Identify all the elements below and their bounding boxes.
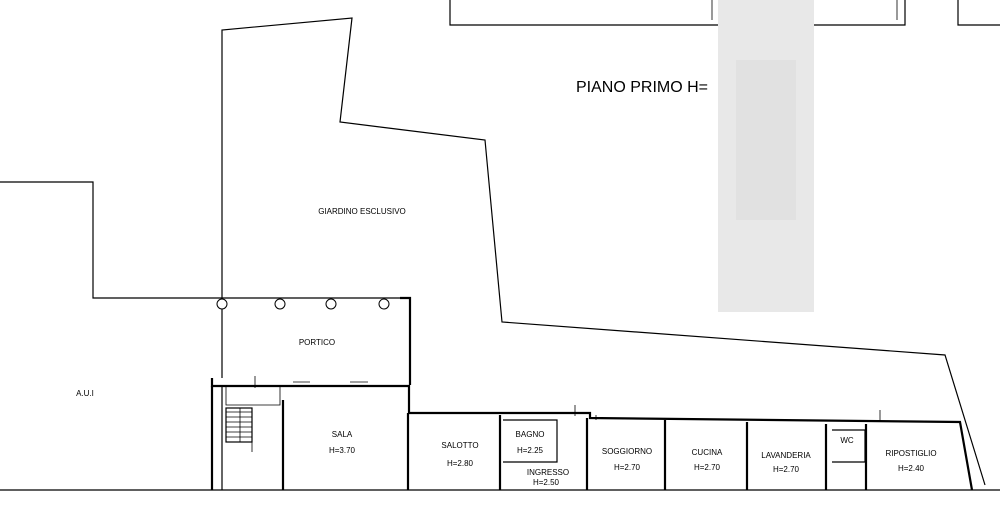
room-height-ripostiglio: H=2.40 xyxy=(898,464,925,473)
room-height-ingresso: H=2.50 xyxy=(533,478,560,487)
room-name-lavanderia: LAVANDERIA xyxy=(761,451,811,460)
garden-label: GIARDINO ESCLUSIVO xyxy=(318,207,406,216)
room-name-ingresso: INGRESSO xyxy=(527,468,569,477)
room-height-bagno: H=2.25 xyxy=(517,446,544,455)
main-building-walls xyxy=(210,376,974,491)
garden-boundary xyxy=(221,17,986,486)
aui-label: A.U.I xyxy=(76,389,94,398)
room-name-sala: SALA xyxy=(332,430,353,439)
room-name-bagno: BAGNO xyxy=(516,430,545,439)
room-height-cucina: H=2.70 xyxy=(694,463,721,472)
room-name-salotto: SALOTTO xyxy=(441,441,478,450)
room-height-soggiorno: H=2.70 xyxy=(614,463,641,472)
upper-floor-outline xyxy=(449,0,1000,26)
staircase xyxy=(225,386,281,452)
room-name-cucina: CUCINA xyxy=(692,448,723,457)
room-height-lavanderia: H=2.70 xyxy=(773,465,800,474)
room-height-salotto: H=2.80 xyxy=(447,459,474,468)
room-name-wc: WC xyxy=(840,436,854,445)
aui-boundary xyxy=(0,181,222,299)
floor-title: PIANO PRIMO H= xyxy=(576,79,708,96)
portico-label: PORTICO xyxy=(299,338,335,347)
room-height-sala: H=3.70 xyxy=(329,446,356,455)
portico-outline xyxy=(216,296,412,385)
interior-walls xyxy=(281,400,881,490)
room-name-soggiorno: SOGGIORNO xyxy=(602,447,652,456)
room-name-ripostiglio: RIPOSTIGLIO xyxy=(885,449,936,458)
